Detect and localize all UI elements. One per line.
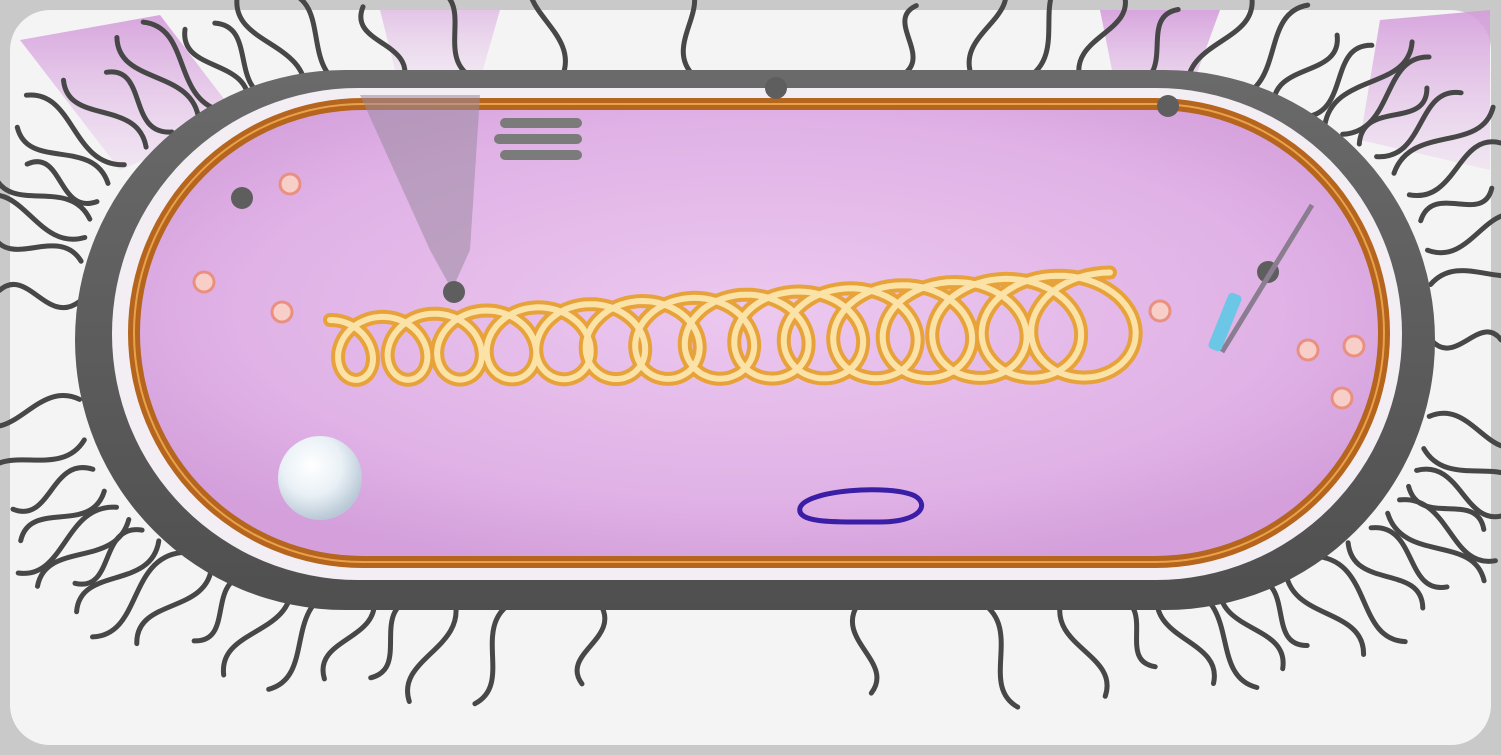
storage-granule bbox=[278, 436, 362, 520]
ribosome bbox=[1298, 340, 1318, 360]
membrane-pore bbox=[443, 281, 465, 303]
ribosome bbox=[1150, 301, 1170, 321]
ribosome bbox=[1332, 388, 1352, 408]
ribosome bbox=[280, 174, 300, 194]
ribosome bbox=[1344, 336, 1364, 356]
ribosome bbox=[272, 302, 292, 322]
mesosome bbox=[494, 118, 582, 160]
membrane-pore bbox=[1157, 95, 1179, 117]
membrane-pore bbox=[765, 77, 787, 99]
membrane-pore bbox=[231, 187, 253, 209]
ribosome bbox=[194, 272, 214, 292]
